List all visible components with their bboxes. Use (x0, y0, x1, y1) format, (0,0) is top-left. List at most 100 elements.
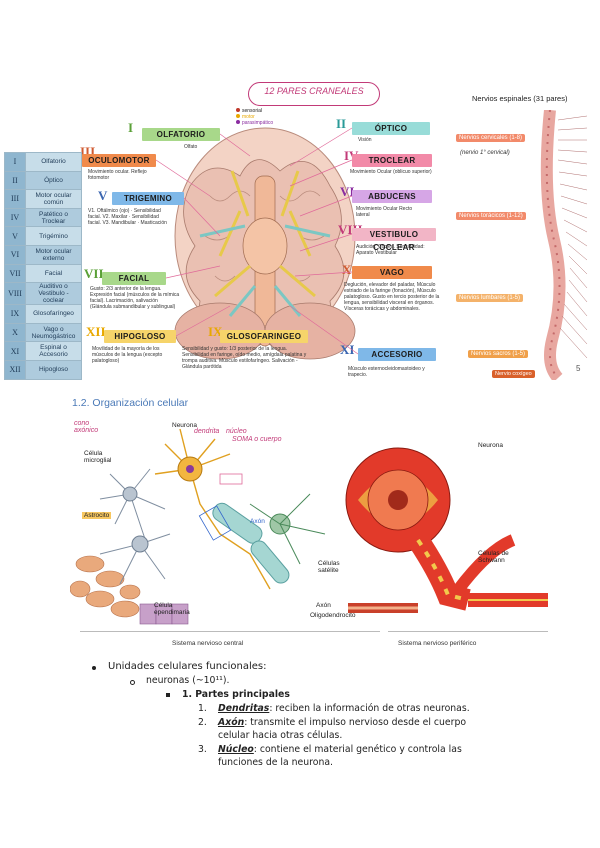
part-number: 3. (198, 743, 207, 755)
note-optico: Visión (358, 137, 372, 143)
pns-label-schwann: Células de Schwann (478, 550, 509, 564)
note-vestibulo: Audición: Coclea. Sensibilidad: Aparato … (356, 244, 425, 256)
cn-table-name: Motor ocular común (25, 189, 82, 209)
cn-table-name: Motor ocular externo (25, 244, 82, 265)
cns-label-neurona: Neurona (172, 422, 197, 429)
spinal-coccyx-count: 5 (576, 364, 581, 373)
roman-i: I (128, 120, 134, 135)
pns-label-axon: Axón (316, 602, 331, 609)
banner-title: 12 PARES CRANEALES (264, 86, 364, 96)
pns-label-satelite: Células satélite (318, 560, 340, 574)
pns-figure: Neurona Células satélite Células de Schw… (316, 430, 558, 630)
cn-table-name: Auditivo o Vestibulo - coclear (25, 282, 82, 306)
bullet-unidades: Unidades celulares funcionales: (108, 661, 267, 672)
cns-label-ependimaria: Célula ependimaria (154, 602, 190, 616)
caption-line-left (80, 631, 380, 632)
part-desc: : contiene el material genético y contro… (218, 743, 462, 769)
spinal-cervical-note: (nervio 1° cervical) (460, 150, 510, 156)
cn-table-name: Óptico (25, 170, 82, 191)
banner (248, 82, 380, 106)
roman-x: X (342, 262, 352, 277)
nerve-facial: FACIAL (102, 272, 166, 285)
cn-table-num: VII (4, 263, 26, 284)
roman-v: V (98, 188, 108, 203)
part-item: 1. Dendritas: reciben la información de … (198, 702, 498, 716)
spine-illustration (540, 110, 588, 380)
roman-ix: IX (208, 324, 223, 339)
caption-pns: Sistema nervioso periférico (398, 640, 477, 647)
note-oculomotor: Movimiento ocular. Reflejo fotomotor (88, 169, 147, 181)
legend-motor: motor (242, 114, 255, 120)
note-facial: Gusto: 2/3 anterior de la lengua. Expres… (90, 286, 180, 310)
roman-vi: VI (340, 184, 355, 199)
cns-label-soma: SOMA o cuerpo (232, 436, 282, 443)
spinal-sacral: Nervios sacros (1-5) (468, 350, 529, 358)
part-text: Núcleo: contiene el material genético y … (218, 743, 498, 770)
cn-table-name: Vago o Neumogástrico (25, 322, 82, 343)
part-term: Dendritas (218, 703, 270, 714)
nerve-oculomotor: OCULOMOTOR (82, 154, 156, 167)
part-text: Dendritas: reciben la información de otr… (218, 702, 470, 716)
nerve-troclear: TROCLEAR (352, 154, 432, 167)
cn-table-name: Trigémino (25, 226, 82, 246)
cn-table-name: Espinal o Accesorio (25, 341, 82, 361)
roman-vii: VII (84, 266, 104, 281)
part-number: 2. (198, 716, 207, 728)
legend: sensorial motor parasimpático (236, 108, 273, 126)
cns-label-dendrita: dendrita (194, 428, 220, 435)
nerve-vestibulo-coclear: VESTIBULO COCLEAR (352, 228, 436, 252)
spinal-lumbar: Nervios lumbares (1-5) (456, 294, 524, 302)
cranial-nerves-infographic: 12 PARES CRANEALES sensorial motor paras… (0, 76, 600, 386)
cn-table-name: Patético o Troclear (25, 207, 82, 228)
note-hipogloso: Movilidad de la mayoría de los músculos … (92, 346, 163, 364)
note-troclear: Movimiento Ocular (oblicuo superior) (350, 169, 432, 175)
caption-cns: Sistema nervioso central (172, 640, 244, 647)
part-text: Axón: transmite el impulso nervioso desd… (218, 716, 498, 743)
spinal-coccyx: Nervio coxígeo (492, 370, 535, 378)
cn-table-num: XII (4, 359, 26, 380)
spinal-nerves-figure: Nervios espinales (31 pares) Nervios cer… (452, 94, 592, 384)
cns-illustration (70, 414, 370, 629)
cn-table-num: VI (4, 244, 26, 265)
cn-table-num: III (4, 189, 26, 209)
note-abducens: Movimiento Ocular Recto lateral (356, 206, 413, 218)
parts-list: 1. Dendritas: reciben la información de … (198, 702, 498, 770)
cns-label-astrocito: Astrocito (82, 512, 112, 519)
cns-label-cono: cono axónico (74, 420, 99, 434)
note-trigemino: V1. Oftálmico (ojo) · Sensibilidad facia… (88, 208, 167, 226)
bullet-dot (92, 666, 96, 670)
bullet-circle (130, 680, 135, 685)
nerve-trigemino: TRIGEMINO (112, 192, 184, 205)
cn-table-name: Hipogloso (25, 359, 82, 380)
connector-lines (155, 127, 359, 355)
subheading-partes: 1. Partes principales (182, 689, 290, 700)
cns-label-nucleo: núcleo (226, 428, 247, 435)
roman-xi: XI (340, 342, 355, 357)
note-vago: Deglución, elevador del paladar, Músculo… (344, 282, 440, 312)
legend-parasimpatico: parasimpático (242, 120, 274, 126)
note-glosofaringeo: Sensibilidad y gusto: 1/3 posterior de l… (182, 346, 307, 370)
spinal-title: Nervios espinales (31 pares) (472, 94, 568, 103)
brain-illustration (174, 127, 356, 360)
nerve-hipogloso: HIPOGLOSO (104, 330, 176, 343)
part-desc: : transmite el impulso nervioso desde el… (218, 716, 467, 742)
part-term: Núcleo (218, 743, 254, 755)
legend-sensorial: sensorial (242, 108, 263, 114)
roman-xii: XII (86, 324, 106, 339)
cn-table-num: X (4, 322, 26, 343)
roman-ii: II (336, 116, 347, 131)
part-item: 2. Axón: transmite el impulso nervioso d… (198, 716, 498, 743)
nerve-abducens: ABDUCENS (352, 190, 432, 203)
cn-table-num: V (4, 226, 26, 246)
spinal-cervical: Nervios cervicales (1-8) (456, 134, 526, 142)
bullet-neuronas: neuronas (~10¹¹). (146, 675, 230, 686)
section-title: 1.2. Organización celular (72, 397, 189, 409)
